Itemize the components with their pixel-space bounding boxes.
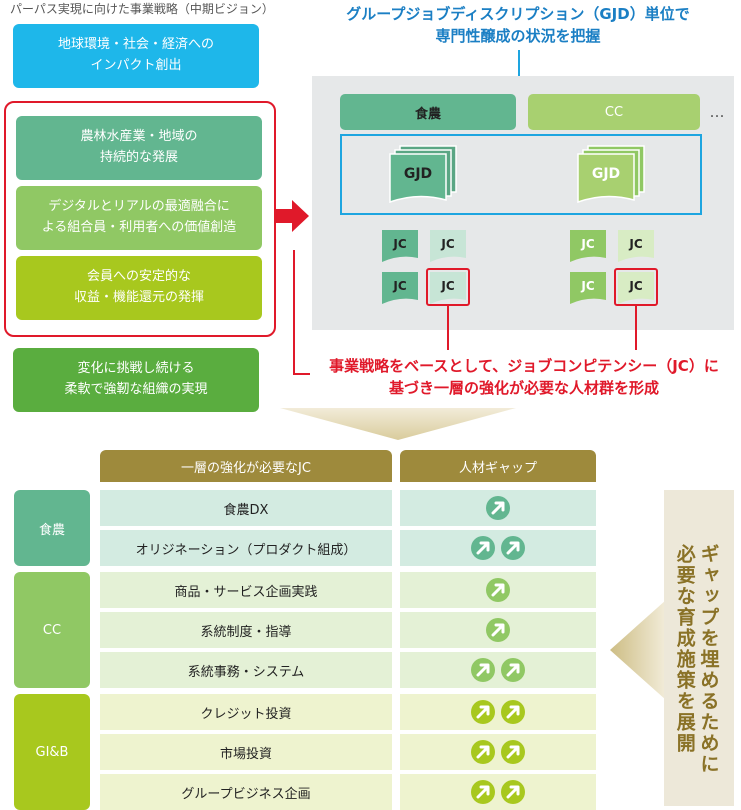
gap-cell <box>400 612 596 648</box>
impact-line2: インパクト創出 <box>90 58 182 73</box>
gap-cell <box>400 734 596 770</box>
jc-doc-icon <box>382 230 418 262</box>
jc-label: JC <box>441 279 455 293</box>
table-row-label: オリジネーション（プロダクト組成） <box>100 530 392 566</box>
jc-highlight <box>426 268 470 306</box>
jc-doc-icon <box>570 272 606 304</box>
side-text-line2: 必要な育成施策を展開 <box>673 544 696 754</box>
gjd-cc-label: GJD <box>591 166 621 182</box>
agri-box: 農林水産業・地域の持続的な発展 <box>16 116 262 180</box>
revenue-line2: 収益・機能還元の発揮 <box>73 290 204 305</box>
jc-doc-icon <box>430 230 466 262</box>
up-arrow-icon <box>501 536 525 560</box>
group-label: GI&B <box>14 694 90 810</box>
table-row-label: 市場投資 <box>100 734 392 770</box>
up-arrow-icon <box>501 658 525 682</box>
gjd-title-line1: グループジョブディスクリプション（GJD）単位で <box>346 5 690 24</box>
up-arrow-icon <box>501 700 525 724</box>
gap-cell <box>400 774 596 810</box>
header-caption: パーパス実現に向けた事業戦略（中期ビジョン） <box>10 2 274 16</box>
jc-label: JC <box>393 237 407 251</box>
highlight-frame <box>4 101 276 337</box>
jc-caption: 事業戦略をベースとして、ジョブコンピテンシー（JC）に 基づき一層の強化が必要な… <box>312 356 736 400</box>
table-row-label: クレジット投資 <box>100 694 392 730</box>
jc-doc-icon <box>618 272 654 304</box>
up-arrow-icon <box>501 740 525 764</box>
jc-caption-line2: 基づき一層の強化が必要な人材群を形成 <box>388 378 659 397</box>
jc-label: JC <box>581 237 595 251</box>
table-row-label: 系統事務・システム <box>100 652 392 688</box>
organization-box: 変化に挑戦し続ける柔軟で強靭な組織の実現 <box>13 348 259 412</box>
digital-line1: デジタルとリアルの最適融合に <box>48 199 230 215</box>
revenue-box: 会員への安定的な収益・機能還元の発揮 <box>16 256 262 320</box>
down-funnel-icon <box>280 408 516 440</box>
jc-label: JC <box>441 237 455 251</box>
agri-line2: 持続的な発展 <box>99 150 178 165</box>
digital-line2: よる組合員・利用者への価値創造 <box>41 220 237 235</box>
jc-label: JC <box>581 279 595 293</box>
jc-doc-icon <box>382 272 418 304</box>
right-arrow-icon <box>276 200 309 232</box>
jc-label: JC <box>629 279 643 293</box>
gjd-stack-cc-icon <box>577 145 645 204</box>
jc-highlight <box>614 268 658 306</box>
up-arrow-icon <box>471 780 495 804</box>
gap-cell <box>400 490 596 526</box>
revenue-line1: 会員への安定的な <box>86 269 191 285</box>
jc-doc-icon <box>430 272 466 304</box>
impact-box: 地球環境・社会・経済へのインパクト創出 <box>13 24 259 88</box>
jc-doc-icon <box>570 230 606 262</box>
col2-header: 人材ギャップ <box>400 450 596 482</box>
jc-label: JC <box>629 237 643 251</box>
up-arrow-icon <box>471 658 495 682</box>
group-label: 食農 <box>14 490 90 566</box>
gjd-title-line2: 専門性醸成の状況を把握 <box>435 27 601 45</box>
table-row-label: グループビジネス企画 <box>100 774 392 810</box>
jc-doc-icon <box>618 230 654 262</box>
up-arrow-icon <box>471 700 495 724</box>
side-text: ギャップを埋めるために 必要な育成施策を展開 <box>672 544 720 804</box>
organization-line2: 柔軟で強靭な組織の実現 <box>64 382 208 397</box>
organization-line1: 変化に挑戦し続ける <box>77 361 195 377</box>
impact-line1: 地球環境・社会・経済への <box>57 37 214 53</box>
col1-header: 一層の強化が必要なJC <box>100 450 392 482</box>
gap-cell <box>400 572 596 608</box>
gjd-stack-food-icon <box>389 145 457 204</box>
tab-food: 食農 <box>340 94 516 130</box>
gap-cell <box>400 694 596 730</box>
table-row-label: 食農DX <box>100 490 392 526</box>
digital-box: デジタルとリアルの最適融合による組合員・利用者への価値創造 <box>16 186 262 250</box>
more-indicator: … <box>709 103 725 121</box>
up-arrow-icon <box>471 740 495 764</box>
gap-cell <box>400 530 596 566</box>
up-arrow-icon <box>486 496 510 520</box>
agri-line1: 農林水産業・地域の <box>80 129 198 145</box>
side-box <box>664 490 734 806</box>
gap-cell <box>400 652 596 688</box>
up-arrow-icon <box>501 780 525 804</box>
table-row-label: 商品・サービス企画実践 <box>100 572 392 608</box>
gjd-title: グループジョブディスクリプション（GJD）単位で専門性醸成の状況を把握 <box>318 4 718 48</box>
gjd-food-label: GJD <box>403 166 433 182</box>
group-label: CC <box>14 572 90 688</box>
up-arrow-icon <box>486 618 510 642</box>
jc-label: JC <box>393 279 407 293</box>
jc-caption-line1: 事業戦略をベースとして、ジョブコンピテンシー（JC）に <box>329 357 719 375</box>
tab-cc: CC <box>528 94 700 130</box>
side-text-line1: ギャップを埋めるために <box>697 544 720 775</box>
up-arrow-icon <box>486 578 510 602</box>
left-funnel-icon <box>610 600 666 700</box>
up-arrow-icon <box>471 536 495 560</box>
table-row-label: 系統制度・指導 <box>100 612 392 648</box>
